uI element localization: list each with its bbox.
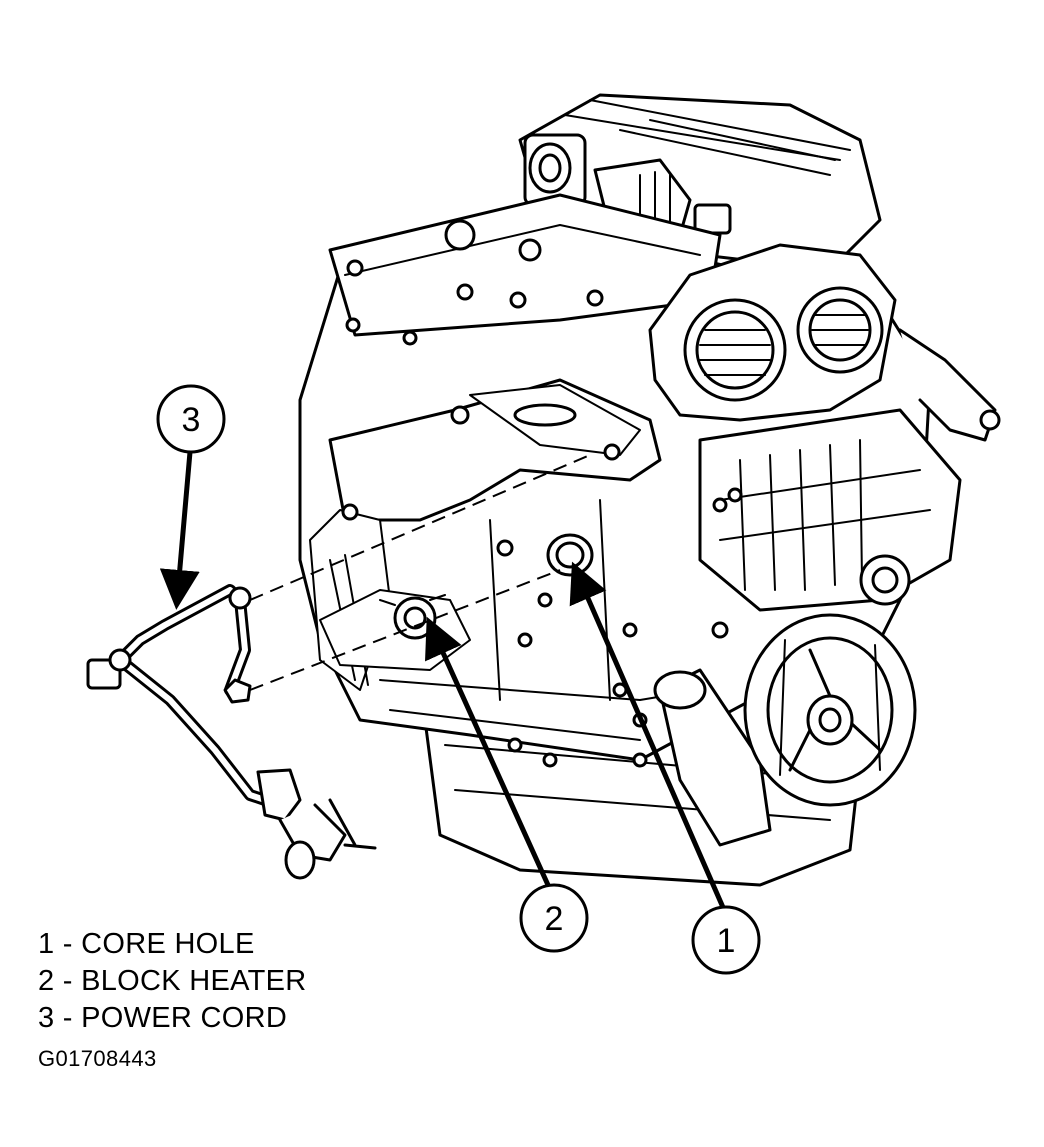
legend-item-block-heater: 2 - BLOCK HEATER bbox=[38, 965, 307, 997]
leader-line-3 bbox=[159, 449, 200, 610]
leader-lines bbox=[159, 449, 728, 915]
engine-illustration bbox=[298, 93, 1001, 887]
alignment-lines bbox=[249, 454, 591, 691]
oil-filter bbox=[653, 668, 772, 847]
callout-1: 1 bbox=[691, 905, 761, 975]
core-hole-illustration bbox=[546, 533, 594, 577]
callout-2: 2 bbox=[519, 883, 589, 953]
crankshaft-pulley bbox=[743, 613, 917, 807]
legend-item-power-cord: 3 - POWER CORD bbox=[38, 1002, 288, 1034]
callout-3-label: 3 bbox=[182, 401, 201, 439]
leader-line-2 bbox=[425, 616, 551, 888]
legend-item-core-hole: 1 - CORE HOLE bbox=[38, 928, 255, 960]
legend: 1 - CORE HOLE 2 - BLOCK HEATER 3 - POWER… bbox=[38, 926, 307, 1037]
callout-3: 3 bbox=[156, 384, 226, 454]
callout-1-label: 1 bbox=[717, 922, 736, 960]
figure-id: G01708443 bbox=[38, 1046, 157, 1071]
accessory-bracket bbox=[698, 408, 962, 612]
callout-2-label: 2 bbox=[545, 900, 564, 938]
power-cord-illustration bbox=[86, 584, 377, 880]
block-heater-illustration bbox=[379, 594, 446, 641]
leader-line-1 bbox=[569, 561, 728, 915]
